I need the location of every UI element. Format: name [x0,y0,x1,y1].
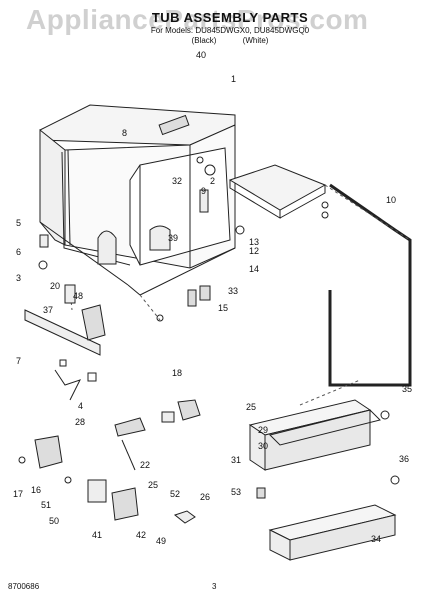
part-label-50: 50 [49,516,59,526]
part-labels: 4018923239563204837742833151813121410252… [13,50,412,546]
part-label-33: 33 [228,286,238,296]
part-label-25: 25 [246,402,256,412]
part-label-3: 3 [16,273,21,283]
part-label-2: 2 [210,176,215,186]
part-label-14: 14 [249,264,259,274]
part-label-52: 52 [170,489,180,499]
part-label-34: 34 [371,534,381,544]
part-label-32: 32 [172,176,182,186]
page-number: 3 [212,582,217,591]
tub-assembly [39,104,236,296]
part-label-36: 36 [399,454,409,464]
part-label-53: 53 [231,487,241,497]
part-label-22: 22 [140,460,150,470]
model-list: For Models: DU845DWGX0, DU845DWGQ0 [150,26,310,35]
color-white: (White) [242,36,269,45]
diagram-title: TUB ASSEMBLY PARTS [151,10,309,25]
part-label-8: 8 [122,128,127,138]
part-label-42: 42 [136,530,146,540]
part-label-41: 41 [92,530,102,540]
part-label-9: 9 [201,186,206,196]
part-label-7: 7 [16,356,21,366]
part-label-51: 51 [41,500,51,510]
hardware-parts [18,156,329,524]
part-label-15: 15 [218,303,228,313]
tub-vent-bracket [158,114,190,136]
part-label-26: 26 [200,492,210,502]
part-label-25: 25 [148,480,158,490]
kick-plates [248,399,400,561]
part-label-37: 37 [43,305,53,315]
tray-part [228,164,327,219]
part-label-18: 18 [172,368,182,378]
side-bracket [97,230,117,265]
part-label-48: 48 [73,291,83,301]
part-label-17: 17 [13,489,23,499]
float-housing [149,225,171,251]
part-label-4: 4 [78,401,83,411]
part-label-30: 30 [258,441,268,451]
part-label-13: 13 [249,237,259,247]
part-label-16: 16 [31,485,41,495]
title-block: TUB ASSEMBLY PARTS For Models: DU845DWGX… [120,10,340,45]
part-label-1: 1 [231,74,236,84]
part-label-49: 49 [156,536,166,546]
color-variants: (Black) (White) [120,36,340,45]
part-label-12: 12 [249,246,259,256]
door-gasket [328,183,412,387]
part-label-10: 10 [386,195,396,205]
part-label-31: 31 [231,455,241,465]
diagram-code: 8700686 [8,582,40,591]
watermark: AppliancePartsPros.com [26,4,369,35]
part-label-39: 39 [168,233,178,243]
part-label-29: 29 [258,425,268,435]
part-label-5: 5 [16,218,21,228]
part-label-6: 6 [16,247,21,257]
part-label-35: 35 [402,384,412,394]
leader-lines [69,184,411,406]
color-black: (Black) [191,36,217,45]
part-label-40: 40 [196,50,206,60]
part-label-20: 20 [50,281,60,291]
part-label-28: 28 [75,417,85,427]
